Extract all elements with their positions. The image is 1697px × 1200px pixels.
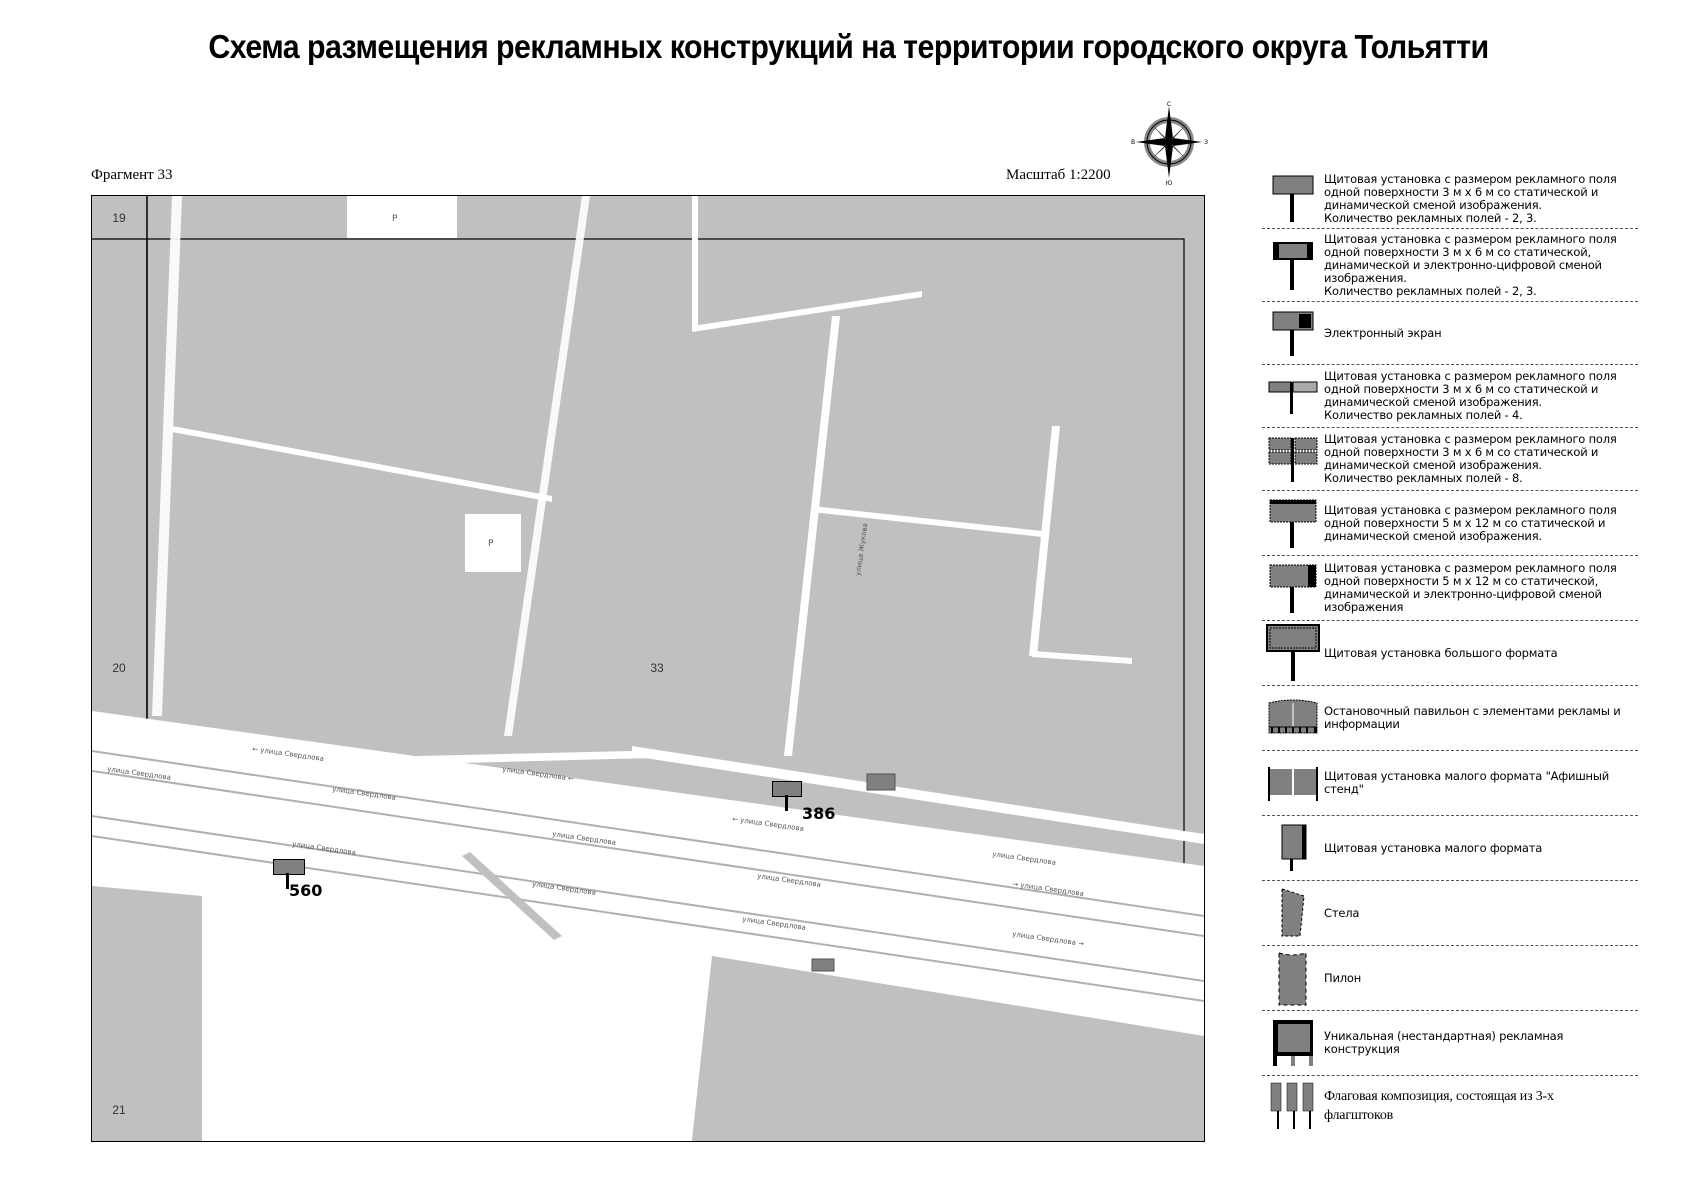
grid-number: 33	[650, 661, 664, 675]
map-area[interactable]: P P ← улица Свердлова улица Свердлова ул…	[91, 195, 1205, 1142]
legend-item: Щитовая установка с размером рекламного …	[1262, 428, 1638, 491]
billboard-3x6-4-fields-icon	[1262, 374, 1324, 418]
stele-icon	[1262, 886, 1324, 940]
legend-item: Остановочный павильон с элементами рекла…	[1262, 686, 1638, 751]
legend-item: Щитовая установка с размером рекламного …	[1262, 170, 1638, 229]
scale-label: Масштаб 1:2200	[1006, 167, 1111, 183]
svg-text:Ю: Ю	[1166, 180, 1173, 185]
legend-item: Щитовая установка с размером рекламного …	[1262, 491, 1638, 556]
legend-item: Щитовая установка малого формата	[1262, 816, 1638, 881]
billboard-3x6-icon	[273, 859, 305, 875]
billboard-marker-386[interactable]	[772, 781, 804, 821]
unique-structure-icon	[1262, 1018, 1324, 1068]
billboard-3x6-8-fields-icon	[1262, 434, 1324, 484]
legend-item: Стела	[1262, 881, 1638, 946]
marker-label: 386	[802, 804, 836, 823]
grid-number: 19	[112, 211, 126, 225]
billboard-5x12-digital-icon	[1262, 561, 1324, 615]
electronic-screen-icon	[1262, 308, 1324, 358]
flag-composition-icon	[1262, 1081, 1324, 1131]
legend-item: Щитовая установка с размером рекламного …	[1262, 365, 1638, 428]
fragment-label: Фрагмент 33	[91, 167, 173, 183]
svg-text:P: P	[392, 214, 398, 224]
billboard-marker-560[interactable]	[273, 859, 305, 899]
grid-number: 21	[112, 1103, 126, 1117]
pylon-icon	[1262, 949, 1324, 1007]
svg-text:С: С	[1167, 101, 1171, 108]
small-format-billboard-icon	[1262, 823, 1324, 873]
billboard-3x6-digital-icon	[1262, 238, 1324, 292]
billboard-5x12-static-icon	[1262, 496, 1324, 550]
marker-label: 560	[289, 881, 323, 900]
legend-item: Щитовая установка с размером рекламного …	[1262, 229, 1638, 302]
legend-item: Пилон	[1262, 946, 1638, 1011]
billboard-3x6-static-icon	[1262, 174, 1324, 224]
legend-item: Щитовая установка с размером рекламного …	[1262, 556, 1638, 621]
legend-item: Щитовая установка большого формата	[1262, 621, 1638, 686]
legend-item: Электронный экран	[1262, 302, 1638, 365]
page-title: Схема размещения рекламных конструкций н…	[208, 28, 1489, 65]
svg-text:З: З	[1204, 139, 1208, 146]
svg-text:P: P	[488, 539, 494, 549]
compass-rose-icon: С Ю В З	[1130, 100, 1208, 187]
map-canvas: P P ← улица Свердлова улица Свердлова ул…	[92, 196, 1204, 1141]
large-format-billboard-icon	[1262, 623, 1324, 683]
svg-text:В: В	[1131, 139, 1135, 146]
grid-number: 20	[112, 661, 126, 675]
bus-stop-pavilion-icon	[1262, 697, 1324, 739]
poster-stand-icon	[1262, 763, 1324, 803]
legend-item: Щитовая установка малого формата "Афишны…	[1262, 751, 1638, 816]
legend: Щитовая установка с размером рекламного …	[1262, 170, 1638, 1136]
